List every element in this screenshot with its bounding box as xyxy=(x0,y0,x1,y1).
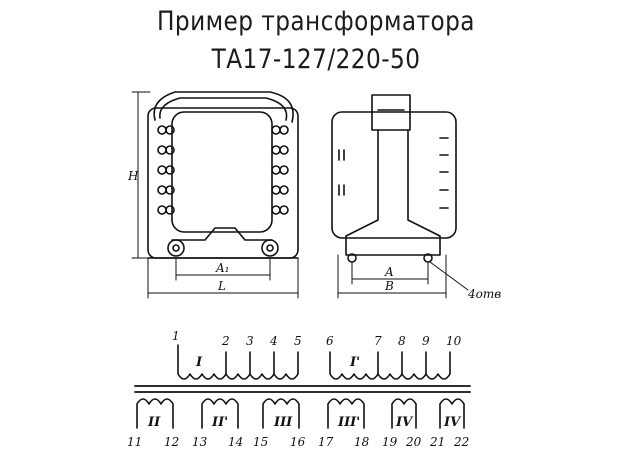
winding-schematic xyxy=(134,344,471,429)
dimension-label-A1: A₁ xyxy=(215,261,229,275)
terminal-number: 17 xyxy=(318,435,334,449)
winding-label: III' xyxy=(337,415,360,430)
terminal-number: 1 xyxy=(172,329,180,343)
right-terminals xyxy=(271,125,289,215)
terminal-number: 7 xyxy=(374,334,382,348)
terminal-number: 11 xyxy=(127,435,142,449)
terminal-number: 9 xyxy=(422,334,430,348)
terminal-number: 15 xyxy=(253,435,268,449)
winding-label: II xyxy=(147,415,161,430)
holes-label: 4отв xyxy=(467,287,501,301)
terminal-number: 8 xyxy=(398,334,406,348)
winding-label: IV xyxy=(443,415,462,430)
terminal-number: 14 xyxy=(228,435,243,449)
front-housing xyxy=(147,107,299,259)
winding-label-I-prime: I' xyxy=(349,355,360,370)
dimension-label-B: B xyxy=(384,279,394,293)
terminal-number: 10 xyxy=(446,334,462,348)
terminal-number: 3 xyxy=(246,334,254,348)
winding-label-I: I xyxy=(195,355,203,370)
model-designation: ТА17-127/220-50 xyxy=(211,44,421,75)
terminal-number: 2 xyxy=(221,334,230,348)
terminal-number: 20 xyxy=(405,435,422,449)
terminal-number: 5 xyxy=(294,334,302,348)
winding-label: IV xyxy=(395,415,414,430)
terminal-number: 6 xyxy=(326,334,334,348)
front-view xyxy=(131,91,299,299)
page-title: Пример трансформатора xyxy=(157,6,475,37)
side-housing xyxy=(331,111,457,239)
terminal-number: 21 xyxy=(429,435,445,449)
terminal-number: 19 xyxy=(382,435,398,449)
dimension-label-A: A xyxy=(384,265,394,279)
terminal-number: 22 xyxy=(453,435,469,449)
terminal-number: 4 xyxy=(269,334,278,348)
terminal-number: 18 xyxy=(354,435,370,449)
terminal-number: 16 xyxy=(290,435,306,449)
core-window xyxy=(171,111,273,233)
left-terminals xyxy=(157,125,175,215)
dimension-label-H: H xyxy=(127,169,139,183)
terminal-number: 12 xyxy=(164,435,179,449)
winding-label: III xyxy=(273,415,293,430)
winding-label: II' xyxy=(211,415,228,430)
terminal-number: 13 xyxy=(192,435,208,449)
dimension-label-L: L xyxy=(217,279,226,293)
side-view xyxy=(331,94,469,299)
